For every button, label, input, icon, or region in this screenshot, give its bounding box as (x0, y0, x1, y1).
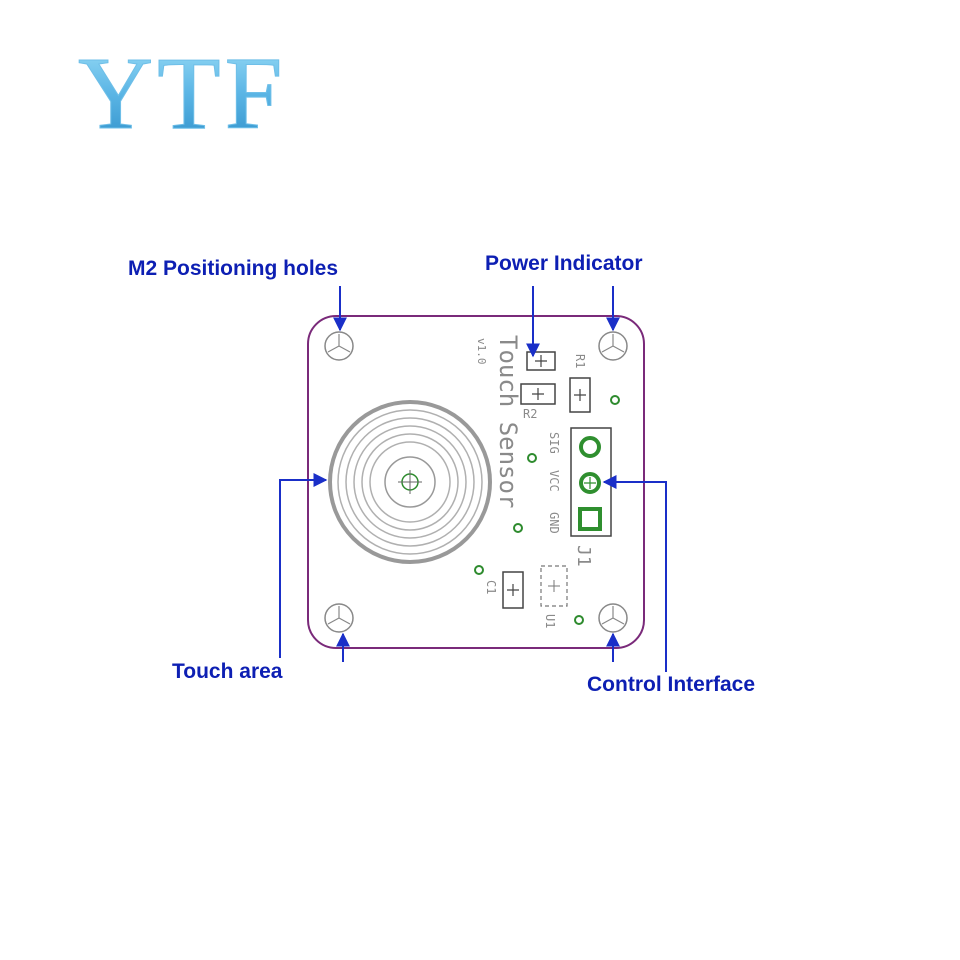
positioning-hole-bottom-right (598, 603, 628, 633)
arrow-touch-area (279, 473, 328, 658)
pin-gnd-label: GND (547, 512, 561, 534)
capacitor-c1 (502, 571, 524, 609)
pin-vcc-label: VCC (547, 470, 561, 492)
touch-pad (328, 400, 492, 564)
board-name-label: Touch Sensor (494, 335, 522, 508)
callout-power-indicator: Power Indicator (485, 252, 643, 275)
r1-label: R1 (573, 354, 587, 368)
vias (474, 395, 620, 625)
positioning-hole-top-right (598, 331, 628, 361)
resistor-r1 (569, 377, 591, 413)
ytf-logo: YTF (78, 36, 286, 151)
positioning-hole-bottom-left (324, 603, 354, 633)
callout-touch-area: Touch area (172, 660, 283, 683)
version-label: v1.0 (475, 338, 488, 365)
r2-label: R2 (523, 407, 537, 421)
u1-label: U1 (543, 614, 557, 628)
j1-label: J1 (573, 545, 594, 567)
callout-positioning-holes: M2 Positioning holes (128, 257, 338, 280)
power-indicator-led (526, 351, 556, 371)
callout-control-interface: Control Interface (587, 673, 755, 696)
positioning-hole-top-left (324, 331, 354, 361)
c1-label: C1 (484, 580, 498, 594)
pin-sig-label: SIG (547, 432, 561, 454)
resistor-r2 (520, 383, 556, 405)
ic-u1 (540, 565, 568, 607)
arrow-control-interface (602, 475, 667, 672)
